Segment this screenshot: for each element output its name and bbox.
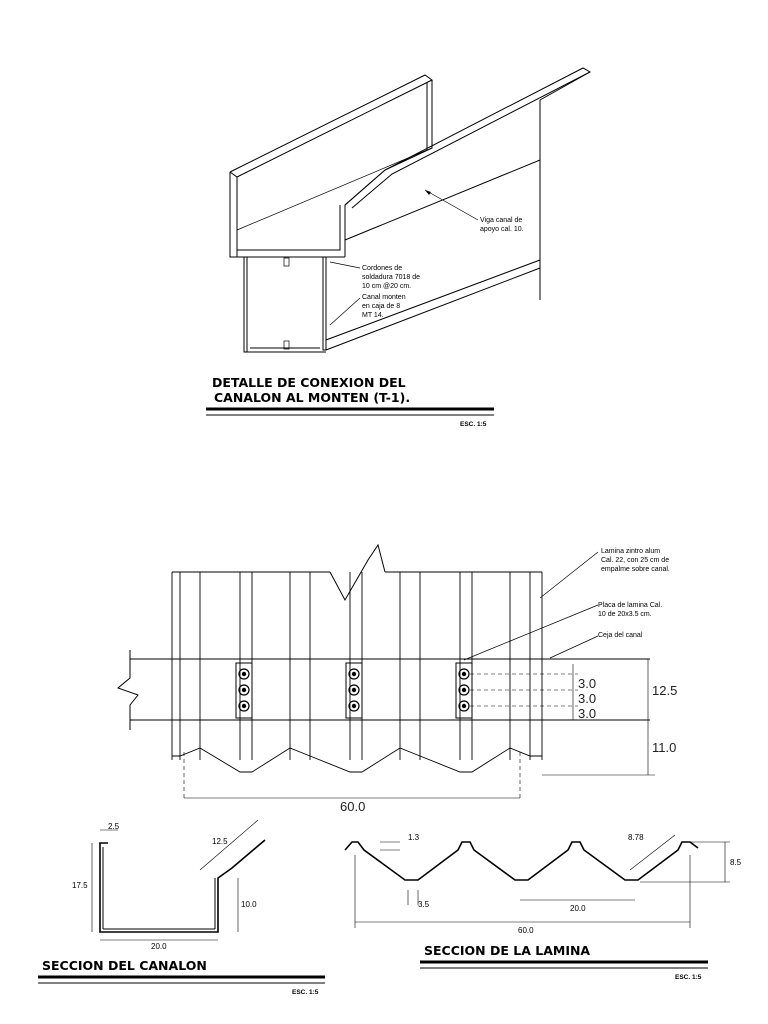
lamina-scale: ESC. 1:5 xyxy=(675,974,702,981)
dim-3-0-c: 3.0 xyxy=(578,706,596,721)
canalon-scale: ESC. 1:5 xyxy=(292,989,319,996)
note-lamina-2: Cal. 22, con 25 cm de xyxy=(601,557,669,564)
note-lamina: Lamina zintro alum xyxy=(601,548,660,555)
note-viga-2: apoyo cal. 10. xyxy=(480,226,524,233)
bolt xyxy=(348,668,360,680)
bolt xyxy=(458,668,470,680)
bolt xyxy=(238,668,250,680)
section-canalon: 2.5 12.5 17.5 10.0 20.0 xyxy=(72,819,266,951)
note-canal: Canal monten xyxy=(362,294,406,301)
note-cordones-3: 10 cm @20 cm. xyxy=(362,283,411,290)
canalon-dim-2-5: 2.5 xyxy=(108,822,120,831)
lamina-dim-20-0: 20.0 xyxy=(570,904,586,913)
bolt xyxy=(348,700,360,712)
plan-view: 3.0 3.0 3.0 12.5 11.0 60.0 Lamina zintro… xyxy=(117,543,677,814)
dim-12-5: 12.5 xyxy=(652,683,677,698)
note-ceja: Ceja del canal xyxy=(598,632,643,639)
dim-3-0-a: 3.0 xyxy=(578,676,596,691)
detail-title-line1: DETALLE DE CONEXION DEL xyxy=(212,375,406,390)
dim-60-0: 60.0 xyxy=(340,799,365,814)
note-placa-2: 10 de 20x3.5 cm. xyxy=(598,611,652,618)
bolt xyxy=(348,684,360,696)
bolt-center xyxy=(461,671,467,677)
bolt-center xyxy=(351,703,357,709)
note-viga: Viga canal de xyxy=(480,217,522,224)
bolt xyxy=(238,684,250,696)
section-lamina: 1.3 8.78 8.5 3.5 20.0 60.0 xyxy=(344,833,742,935)
lamina-dim-1-3: 1.3 xyxy=(408,833,420,842)
bolt xyxy=(458,700,470,712)
canalon-dim-10-0: 10.0 xyxy=(241,900,257,909)
note-placa: Placa de lamina Cal. xyxy=(598,602,662,609)
canalon-dim-17-5: 17.5 xyxy=(72,881,88,890)
lamina-title: SECCION DE LA LAMINA xyxy=(424,943,590,958)
detail-title-line2: CANALON AL MONTEN (T-1). xyxy=(214,390,410,405)
note-canal-2: en caja de 8 xyxy=(362,303,400,310)
bolt-center xyxy=(241,687,247,693)
canalon-title: SECCION DEL CANALON xyxy=(42,958,207,973)
note-lamina-3: empalme sobre canal. xyxy=(601,566,670,573)
bolt-center xyxy=(241,703,247,709)
canalon-dim-20-0: 20.0 xyxy=(151,942,167,951)
dim-11-0: 11.0 xyxy=(652,740,676,755)
bolt-center xyxy=(461,703,467,709)
bolt xyxy=(458,684,470,696)
dim-3-0-b: 3.0 xyxy=(578,691,596,706)
bolt-center xyxy=(461,687,467,693)
lamina-dim-8-78: 8.78 xyxy=(628,833,644,842)
bolt-center xyxy=(351,687,357,693)
lamina-dim-3-5: 3.5 xyxy=(418,900,430,909)
canalon-dim-12-5: 12.5 xyxy=(212,837,228,846)
lamina-dim-8-5: 8.5 xyxy=(730,858,742,867)
bolt-center xyxy=(241,671,247,677)
note-canal-3: MT 14. xyxy=(362,312,384,319)
detail-scale: ESC. 1:5 xyxy=(460,421,487,428)
note-cordones: Cordones de xyxy=(362,265,402,272)
note-cordones-2: soldadura 7018 de xyxy=(362,274,420,281)
bolt-center xyxy=(351,671,357,677)
bolt xyxy=(238,700,250,712)
isometric-detail: Viga canal de apoyo cal. 10. Cordones de… xyxy=(229,67,592,353)
lamina-dim-60-0: 60.0 xyxy=(518,926,534,935)
